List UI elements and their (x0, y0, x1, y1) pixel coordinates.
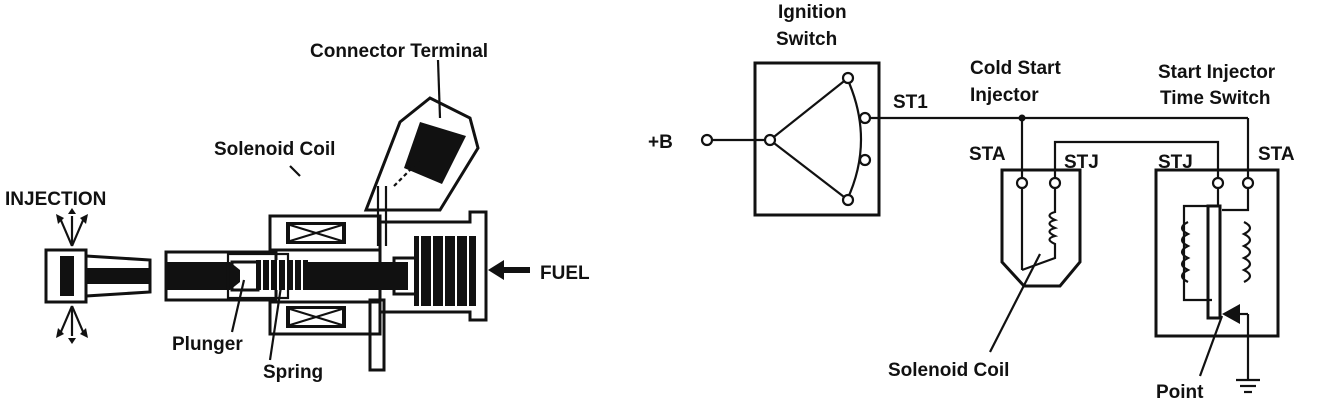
cold-start-injector-symbol (1000, 168, 1082, 288)
connector-terminal-housing (363, 96, 480, 246)
stj-right-label: STJ (1158, 152, 1193, 173)
time-switch-symbol (1154, 168, 1280, 380)
cold-start-injector-label-line1: Cold Start (970, 58, 1061, 79)
solenoid-coil-right-leader (989, 253, 1041, 353)
time-switch-label-line1: Start Injector (1158, 62, 1276, 83)
ignition-switch-label-line1: Ignition (778, 2, 847, 23)
plus-b-label: +B (648, 132, 673, 153)
plus-b-terminal (700, 133, 714, 147)
bimetal-strip (1206, 204, 1222, 320)
st1-terminal (858, 111, 872, 125)
point-label: Point (1156, 382, 1204, 402)
fuel-inlet-fitting (378, 210, 488, 322)
stj-wire (1053, 140, 1220, 180)
spring-label: Spring (263, 362, 323, 383)
sta-right-label: STA (1258, 144, 1295, 165)
plunger-leader (230, 279, 246, 333)
sta-left-label: STA (969, 144, 1006, 165)
injector-cross-section (44, 59, 530, 372)
fuel-label: FUEL (540, 263, 590, 284)
solenoid-coil-label-left: Solenoid Coil (214, 139, 335, 160)
spring-coils (256, 260, 308, 290)
connector-terminal-label: Connector Terminal (310, 41, 488, 62)
injector-body (164, 250, 418, 302)
spring-leader (268, 279, 284, 361)
time-switch-label-line2: Time Switch (1160, 88, 1271, 109)
point-contact (1222, 304, 1240, 324)
injection-spray-arrows (56, 208, 88, 344)
stj-left-label: STJ (1064, 152, 1099, 173)
injection-label: INJECTION (5, 189, 106, 210)
ground-symbol (1236, 378, 1260, 394)
ignition-switch-label-line2: Switch (776, 29, 837, 50)
fuel-arrow (488, 260, 530, 280)
solenoid-coil-label-right: Solenoid Coil (888, 360, 1009, 381)
cold-start-injector-label-line2: Injector (970, 85, 1039, 106)
point-leader (1198, 315, 1224, 377)
connector-terminal-leader (436, 59, 442, 119)
ignition-switch (753, 61, 881, 217)
circuit-diagram (700, 61, 1280, 394)
solenoid-housing (268, 214, 386, 372)
plunger-label: Plunger (172, 334, 243, 355)
st1-label: ST1 (893, 92, 928, 113)
injector-nozzle (44, 248, 152, 304)
switch-pivot-terminal (763, 133, 777, 147)
solenoid-coil-leader (289, 165, 301, 177)
